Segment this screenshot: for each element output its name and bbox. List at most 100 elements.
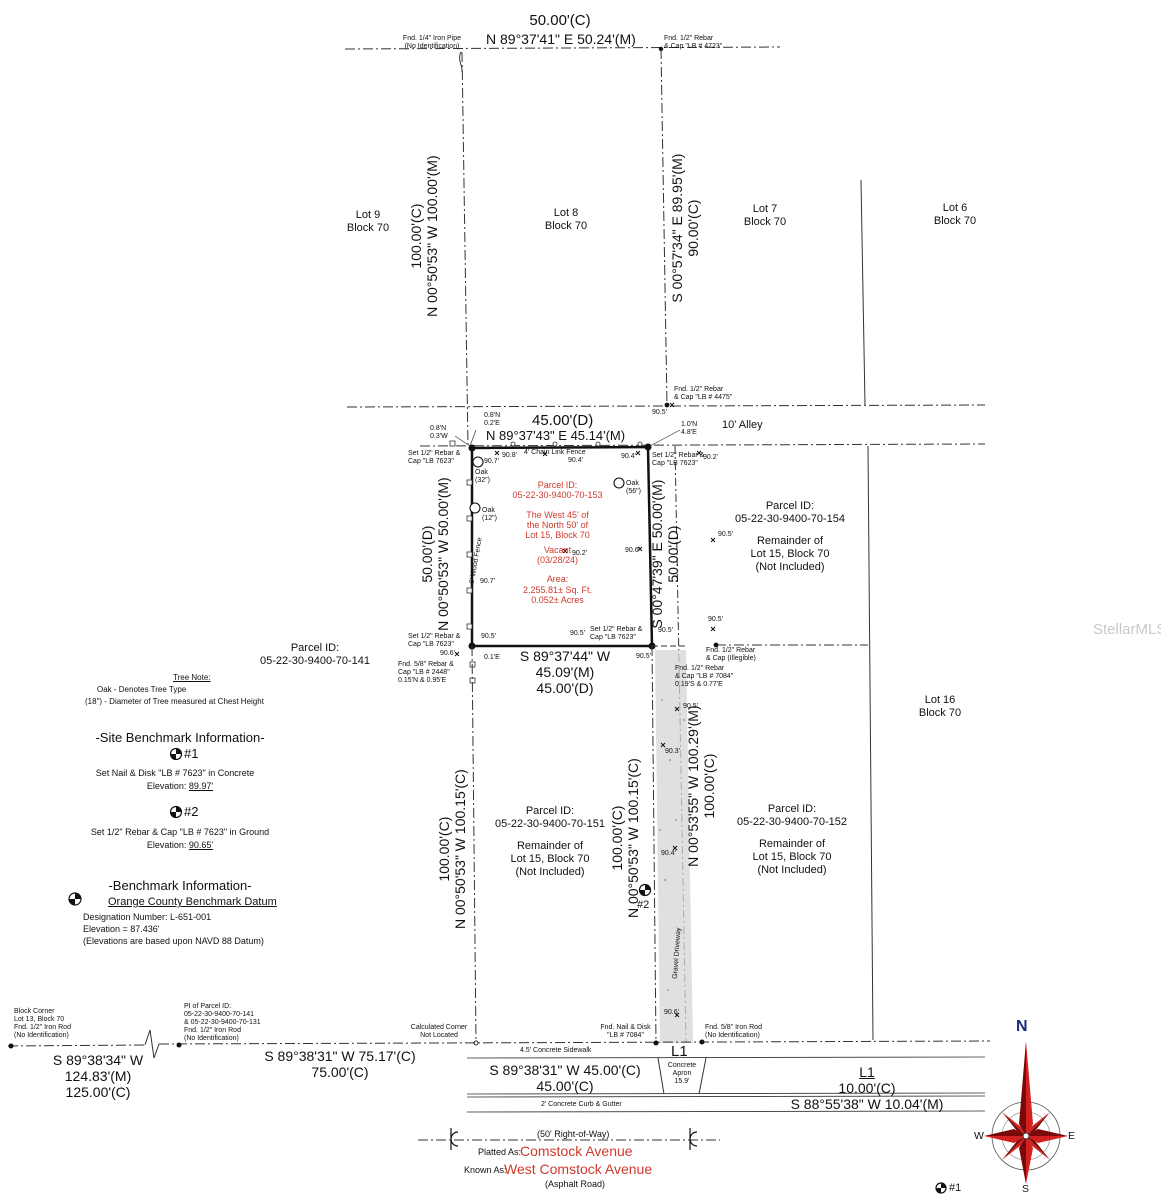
found-rebar-7084-note: Fnd. 1/2" Rebar& Cap "LB # 7084"0.19'S &… bbox=[675, 665, 734, 689]
compass-west-label: W bbox=[974, 1130, 984, 1142]
found-rebar-illegible-note: Fnd. 1/2" Rebar& Cap (Illegible) bbox=[706, 647, 756, 663]
elevation: 90.5' bbox=[652, 409, 667, 416]
elevation: 90.6' bbox=[625, 547, 640, 554]
elevation: 90.5' bbox=[636, 653, 651, 660]
elevation: 90.5' bbox=[708, 616, 723, 623]
benchmark-2-number: #2 bbox=[184, 804, 199, 819]
known-as-label: Known As: bbox=[464, 1165, 507, 1175]
watermark: StellarMLS bbox=[1093, 621, 1161, 638]
tree-note-title: Tree Note: bbox=[173, 673, 211, 682]
tree-note-line: (18") - Diameter of Tree measured at Che… bbox=[85, 697, 264, 706]
elevation: 90.5' bbox=[658, 627, 673, 634]
oak-56-label: Oak(56") bbox=[626, 480, 641, 496]
benchmark-1-desc: Set Nail & Disk "LB # 7623" in Concrete bbox=[95, 768, 255, 778]
alley-label: 10' Alley bbox=[722, 419, 763, 431]
site-benchmark-title: -Site Benchmark Information- bbox=[95, 730, 265, 745]
found-rebar-4475-note: Fnd. 1/2" Rebar& Cap "LB # 4475" bbox=[674, 386, 733, 402]
found-pipe-note: Fnd. 1/4" Iron Pipe(No Identification) bbox=[402, 35, 462, 51]
oak-32-label: Oak(32") bbox=[475, 469, 490, 485]
found-rebar-2448-note: Fnd. 5/8" Rebar &Cap "LB # 2448"0.15'N &… bbox=[398, 661, 454, 685]
benchmark-1-elevation: Elevation: 89.97' bbox=[146, 781, 214, 791]
elevation: 90.7' bbox=[484, 458, 499, 465]
top-boundary-line bbox=[344, 46, 781, 50]
tree-note-line: Oak - Denotes Tree Type bbox=[97, 685, 187, 694]
county-benchmark-line: Designation Number: L-651-001 bbox=[83, 912, 212, 922]
top-bearing: N 89°37'41" E 50.24'(M) bbox=[486, 31, 636, 47]
set-rebar-ne-note: Set 1/2" Rebar &Cap "LB 7623" bbox=[652, 452, 705, 468]
nail-disk-note: Fnd. Nail & Disk"LB # 7084" bbox=[600, 1024, 651, 1040]
right-of-way-label: (50' Right-of-Way) bbox=[537, 1129, 610, 1139]
county-benchmark-title: -Benchmark Information- bbox=[108, 878, 252, 893]
elevation: 90.5' bbox=[683, 703, 698, 710]
set-rebar-se-note: Set 1/2" Rebar &Cap "LB 7623" bbox=[590, 626, 643, 642]
benchmark-legend-symbols bbox=[68, 747, 947, 1194]
known-name: West Comstock Avenue bbox=[504, 1161, 653, 1177]
elevation: 90.7' bbox=[480, 578, 495, 585]
platted-as-label: Platted As: bbox=[478, 1147, 522, 1157]
elevation: 90.5' bbox=[570, 630, 585, 637]
centerline-marks bbox=[450, 1128, 698, 1150]
legend-benchmark-1-label: #1 bbox=[949, 1182, 962, 1194]
pi-parcel-note: PI of Parcel ID:05-22-30-9400-70-141& 05… bbox=[184, 1003, 261, 1043]
elevation: 90.5' bbox=[718, 531, 733, 538]
benchmark-2-elevation: Elevation: 90.65' bbox=[146, 840, 214, 850]
elevation: 90.4' bbox=[568, 457, 583, 464]
elevation: 90.6' bbox=[664, 1009, 679, 1016]
parcel-141-label: Parcel ID:05-22-30-9400-70-141 bbox=[259, 642, 371, 667]
elevation: 90.4' bbox=[661, 850, 676, 857]
asphalt-road-label: (Asphalt Road) bbox=[545, 1179, 606, 1189]
parcel-151-east-dimension: 100.00'(C)N 00°50'53" W 100.15'(C) bbox=[608, 758, 641, 919]
curb-label: 2' Concrete Curb & Gutter bbox=[541, 1101, 622, 1108]
parcel-west-dimension: 50.00'(D)N 00°50'53" W 50.00'(M) bbox=[418, 477, 451, 631]
compass-rose bbox=[984, 1041, 1068, 1184]
elevation: 90.2' bbox=[572, 550, 587, 557]
lot8-east-dimension: S 00°57'34" E 89.95'(M)90.00'(C) bbox=[668, 153, 701, 303]
compass-north-label: N bbox=[1016, 1018, 1028, 1035]
elevation: 90.5' bbox=[481, 633, 496, 640]
county-benchmark-line: Elevation = 87.436' bbox=[83, 924, 160, 934]
north-line-deed: 45.00'(D) bbox=[532, 412, 594, 429]
set-rebar-sw-note: Set 1/2" Rebar &Cap "LB 7623" bbox=[408, 633, 461, 649]
elevation: 90.4' bbox=[621, 453, 636, 460]
iron-rod-58-note: Fnd. 5/8" Iron Rod(No Identification) bbox=[705, 1024, 762, 1040]
county-benchmark-line: (Elevations are based upon NAVD 88 Datum… bbox=[83, 936, 264, 946]
subject-parcel-info: Parcel ID: 05-22-30-9400-70-153 The West… bbox=[512, 480, 603, 606]
compass-south-label: S bbox=[1022, 1183, 1030, 1195]
alley-south-line bbox=[419, 443, 986, 447]
platted-name: Comstock Avenue bbox=[520, 1143, 633, 1159]
parcel-east-dimension: S 00°47'39" E 50.00'(M)50.00'(D) bbox=[648, 479, 681, 629]
south-mid-dimension: S 89°38'31" W 45.00'(C)45.00'(C) bbox=[489, 1062, 641, 1095]
parcel-152-west-dimension: N 00°53'55" W 100.29'(M)100.00'(C) bbox=[684, 705, 717, 867]
elevation: 90.6' bbox=[440, 650, 455, 657]
compass-east-label: E bbox=[1068, 1130, 1076, 1142]
found-rebar-4723-note: Fnd. 1/2" Rebar& Cap "LB # 4723" bbox=[664, 35, 723, 51]
elevation: 90.2' bbox=[703, 454, 718, 461]
set-rebar-nw-note: Set 1/2" Rebar &Cap "LB 7623" bbox=[408, 450, 461, 466]
benchmark-1-number: #1 bbox=[184, 746, 199, 761]
elevation: 90.8' bbox=[502, 452, 517, 459]
lot8-west-dimension: 100.00'(C)N 00°50'53" W 100.00'(M) bbox=[407, 155, 440, 317]
parcel-151-west-dimension: 100.00'(C)N 00°50'53" W 100.15'(C) bbox=[435, 769, 468, 930]
chain-fence-label: 4' Chain Link Fence bbox=[524, 449, 586, 456]
benchmark-2-marker bbox=[638, 883, 652, 897]
south-west-dimension: S 89°38'31" W 75.17'(C)75.00'(C) bbox=[264, 1048, 416, 1081]
county-benchmark-datum: Orange County Benchmark Datum bbox=[108, 896, 277, 908]
elevation: 90.3' bbox=[665, 748, 680, 755]
